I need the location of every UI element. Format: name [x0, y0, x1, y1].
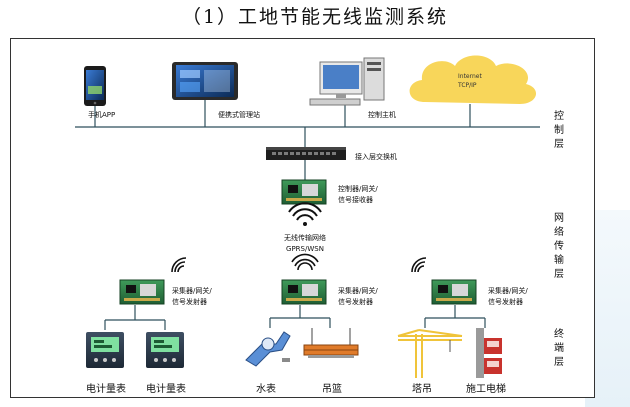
construction-elevator-icon	[476, 328, 502, 378]
tablet-icon	[172, 62, 238, 100]
basket-label: 吊篮	[322, 384, 342, 395]
computer-icon	[309, 57, 385, 106]
electric-meter-icon	[146, 332, 184, 368]
network-layer-label: 网络传输层	[554, 213, 564, 280]
phone-icon	[84, 66, 106, 106]
collector-left-line1: 采集器/网关/	[172, 287, 212, 295]
collector-board-mid-icon	[281, 279, 327, 305]
collector-right-line2: 信号发射器	[488, 298, 523, 306]
electric-meter-icon	[86, 332, 124, 368]
meter2-label: 电计量表	[146, 384, 186, 395]
water-meter-icon	[245, 331, 291, 367]
wireless-signal-left-icon	[171, 257, 187, 273]
collector-board-left-icon	[119, 279, 165, 305]
elevator-label: 施工电梯	[466, 384, 506, 395]
control-layer-label: 控制层	[554, 111, 564, 150]
receiver-label: 控制器/网关/ 信号接收器	[338, 184, 378, 206]
collector-right-line1: 采集器/网关/	[488, 287, 528, 295]
switch-label: 接入层交换机	[355, 153, 397, 161]
cloud-text: Internet TCP/IP	[458, 72, 482, 90]
tablet-station-label: 便携式管理站	[218, 111, 260, 119]
wireless-signal-icon	[288, 202, 322, 226]
switch-icon	[266, 147, 346, 160]
collector-board-right-icon	[431, 279, 477, 305]
page-title: （1）工地节能无线监测系统	[181, 6, 449, 28]
hanging-basket-icon	[303, 328, 359, 358]
collector-right-label: 采集器/网关/ 信号发射器	[488, 286, 528, 308]
collector-mid-line2: 信号发射器	[338, 298, 373, 306]
cloud-icon	[409, 55, 537, 104]
collector-mid-line1: 采集器/网关/	[338, 287, 378, 295]
wireless-signal-mid-icon	[291, 253, 319, 271]
wireless-line2: GPRS/WSN	[286, 245, 324, 253]
wireless-label: 无线传输网络 GPRS/WSN	[282, 233, 328, 255]
cloud-line2: TCP/IP	[458, 82, 477, 89]
collector-left-line2: 信号发射器	[172, 298, 207, 306]
receiver-board-icon	[281, 179, 327, 205]
tower-crane-label: 塔吊	[412, 384, 432, 395]
meter1-label: 电计量表	[86, 384, 126, 395]
terminal-layer-label: 终端层	[554, 329, 564, 368]
tower-crane-icon	[397, 329, 463, 378]
collector-left-label: 采集器/网关/ 信号发射器	[172, 286, 212, 308]
control-host-label: 控制主机	[368, 111, 396, 119]
collector-mid-label: 采集器/网关/ 信号发射器	[338, 286, 378, 308]
receiver-line2: 信号接收器	[338, 196, 373, 204]
water-meter-label: 水表	[256, 384, 276, 395]
wireless-signal-right-icon	[411, 257, 427, 273]
connection-lines	[75, 100, 540, 330]
cloud-line1: Internet	[458, 73, 482, 80]
wireless-line1: 无线传输网络	[284, 234, 326, 242]
receiver-line1: 控制器/网关/	[338, 185, 378, 193]
phone-app-label: 手机APP	[88, 111, 116, 119]
